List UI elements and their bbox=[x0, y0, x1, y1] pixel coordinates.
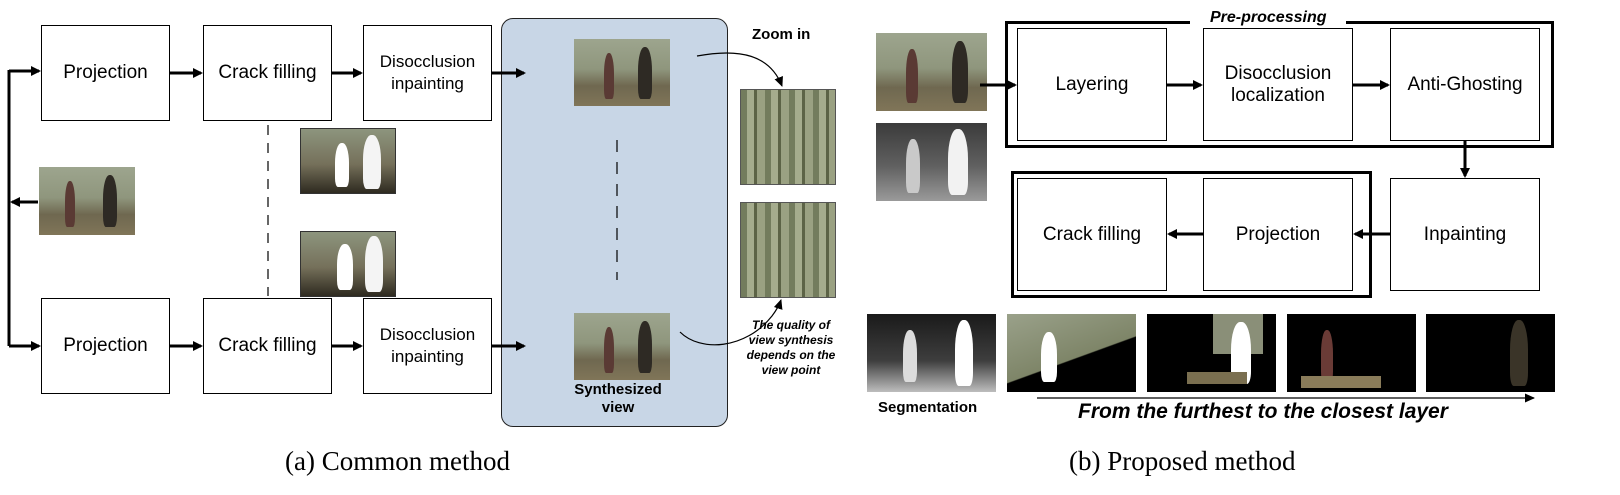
zoom-curve-bottom bbox=[679, 299, 783, 346]
warped-view-image-bottom bbox=[300, 231, 396, 297]
layer-image-2 bbox=[1147, 314, 1276, 392]
projection-box: Projection bbox=[1203, 178, 1353, 291]
disocclusion-inpainting-label: Disocclusion inpainting bbox=[379, 325, 476, 366]
input-depth-image bbox=[876, 123, 987, 201]
synthesized-view-label: Synthesized view bbox=[574, 381, 662, 416]
disocclusion-inpainting-label: Disocclusion inpainting bbox=[379, 52, 476, 93]
crack-filling-box-bottom: Crack filling bbox=[203, 298, 332, 394]
disocclusion-localization-box: Disocclusion localization bbox=[1203, 28, 1353, 141]
crack-filling-label: Crack filling bbox=[218, 335, 317, 356]
synthesized-view-image-top bbox=[574, 39, 670, 106]
segmentation-image bbox=[867, 314, 996, 392]
layer-image-4 bbox=[1426, 314, 1555, 392]
quality-note: The quality of view synthesis depends on… bbox=[746, 318, 836, 377]
input-color-image bbox=[876, 33, 987, 111]
projection-box-top: Projection bbox=[41, 25, 170, 121]
layer-order-label: From the furthest to the closest layer bbox=[1078, 400, 1448, 423]
layer-image-3 bbox=[1287, 314, 1416, 392]
crack-filling-label: Crack filling bbox=[218, 62, 317, 83]
projection-label: Projection bbox=[1235, 223, 1321, 245]
inpainting-box: Inpainting bbox=[1390, 178, 1540, 291]
crack-filling-box: Crack filling bbox=[1017, 178, 1167, 291]
disocclusion-inpainting-box-top: Disocclusion inpainting bbox=[363, 25, 492, 121]
input-view-image bbox=[39, 167, 135, 235]
caption-proposed-method: (b) Proposed method bbox=[1069, 446, 1296, 476]
disocclusion-localization-label: Disocclusion localization bbox=[1224, 62, 1332, 106]
projection-label: Projection bbox=[63, 335, 148, 356]
inpainting-label: Inpainting bbox=[1423, 223, 1507, 245]
synthesized-view-image-bottom bbox=[574, 313, 670, 380]
anti-ghosting-label: Anti-Ghosting bbox=[1407, 73, 1523, 95]
projection-box-bottom: Projection bbox=[41, 298, 170, 394]
warped-view-image-top bbox=[300, 128, 396, 194]
crack-filling-box-top: Crack filling bbox=[203, 25, 332, 121]
projection-label: Projection bbox=[63, 62, 148, 83]
segmentation-label: Segmentation bbox=[878, 399, 978, 416]
crack-filling-label: Crack filling bbox=[1042, 223, 1142, 245]
layering-label: Layering bbox=[1055, 73, 1129, 95]
anti-ghosting-box: Anti-Ghosting bbox=[1390, 28, 1540, 141]
disocclusion-inpainting-box-bottom: Disocclusion inpainting bbox=[363, 298, 492, 394]
zoom-curve-top bbox=[696, 52, 783, 87]
zoom-image-bottom bbox=[740, 202, 836, 298]
layer-image-1 bbox=[1007, 314, 1136, 392]
preprocessing-title: Pre-processing bbox=[1190, 9, 1347, 27]
layering-box: Layering bbox=[1017, 28, 1167, 141]
caption-common-method: (a) Common method bbox=[285, 446, 510, 476]
zoom-in-label: Zoom in bbox=[752, 26, 811, 43]
zoom-image-top bbox=[740, 89, 836, 185]
